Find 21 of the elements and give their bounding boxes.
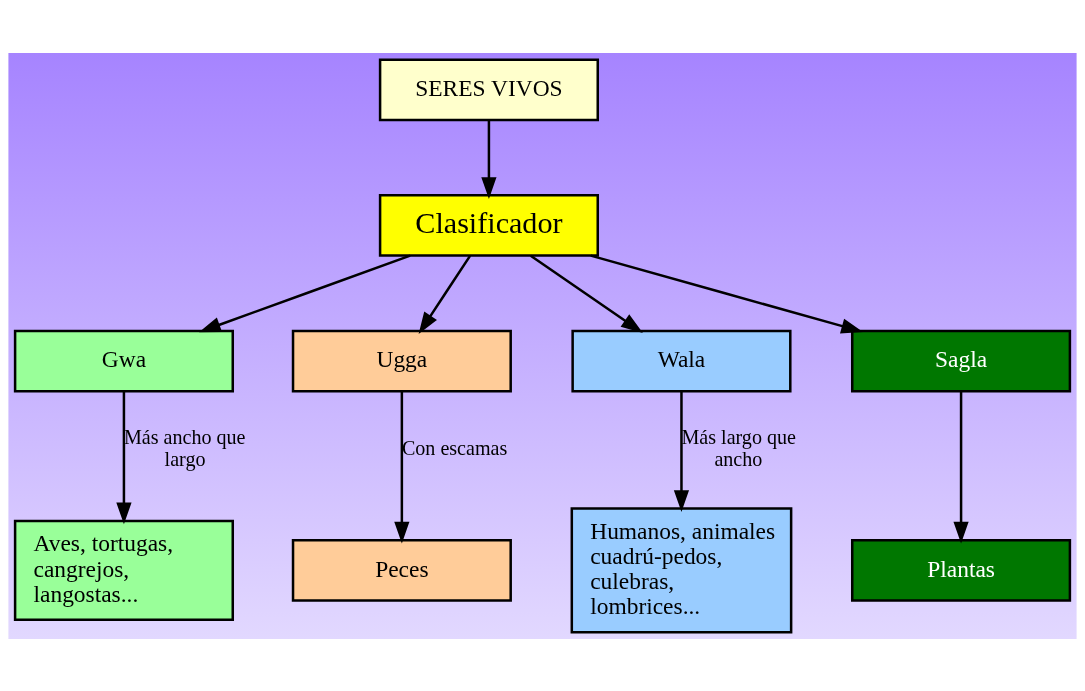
node-box: Clasificador	[378, 193, 599, 257]
node-box: Gwa	[13, 329, 234, 392]
arrow	[418, 254, 472, 334]
arrow	[116, 390, 132, 524]
node-box: Sagla	[851, 329, 1072, 392]
edge-label: Con escamas	[401, 436, 508, 459]
node-box: SERES VIVOS	[378, 57, 599, 121]
arrow	[953, 390, 969, 543]
arrow	[590, 253, 864, 333]
arrow	[198, 254, 411, 332]
node-box: Humanos, animales cuadrú-pedos, culebras, lombrices...	[570, 506, 793, 634]
arrow	[673, 390, 690, 512]
node-box: Wala	[571, 329, 792, 392]
arrow	[530, 254, 643, 333]
edge-label: Más ancho que largo	[123, 425, 246, 470]
arrow	[394, 390, 410, 543]
node-box: Plantas	[851, 538, 1072, 602]
arrow	[481, 119, 497, 199]
node-box: Ugga	[291, 329, 512, 392]
node-box: Peces	[291, 538, 512, 602]
node-box: Aves, tortugas, cangrejos, langostas...	[13, 519, 234, 621]
